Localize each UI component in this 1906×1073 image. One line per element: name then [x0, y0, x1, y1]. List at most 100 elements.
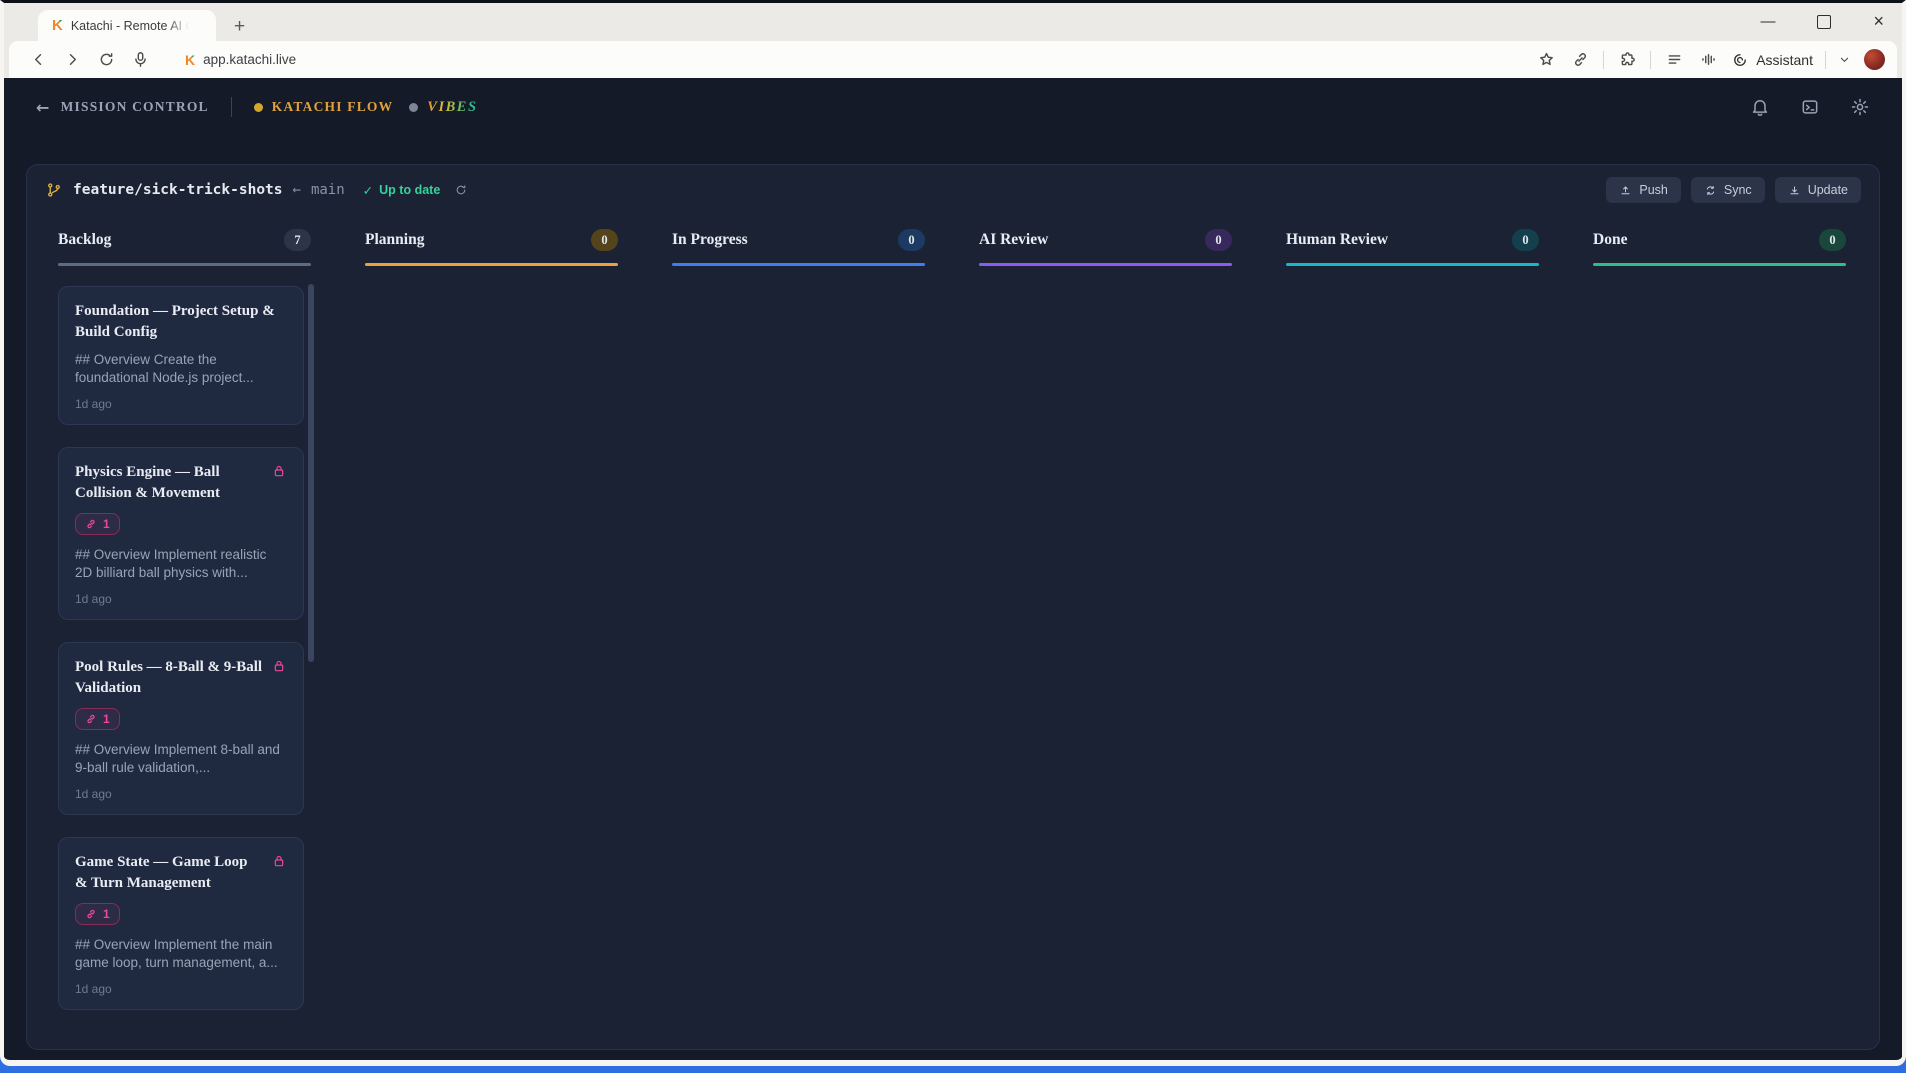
sync-button[interactable]: Sync — [1690, 177, 1765, 203]
branch-bar: feature/sick-trick-shots ← main ✓ Up to … — [27, 165, 1879, 209]
lock-icon — [274, 855, 284, 867]
column-title: Backlog — [58, 231, 112, 248]
column-underline — [1286, 263, 1539, 266]
lock-icon — [274, 465, 284, 477]
titlebar: K Katachi - Remote AI Codi + — × — [4, 3, 1902, 41]
mission-control-back-link[interactable]: ← MISSION CONTROL — [36, 98, 209, 117]
column-title: In Progress — [672, 231, 748, 248]
vibes-label: VIBES — [427, 98, 478, 115]
browser-tab[interactable]: K Katachi - Remote AI Codi — [38, 10, 216, 41]
extensions-icon[interactable] — [1610, 46, 1644, 74]
column-title: AI Review — [979, 231, 1049, 248]
terminal-icon[interactable] — [1800, 97, 1820, 117]
card-timestamp: 1d ago — [75, 787, 112, 801]
nav-vibes[interactable]: VIBES — [409, 99, 477, 116]
column-body — [1286, 266, 1539, 286]
lock-icon — [274, 660, 284, 672]
assistant-label: Assistant — [1756, 51, 1813, 68]
column-body — [672, 266, 925, 286]
task-card[interactable]: Physics Engine — Ball Collision & Moveme… — [58, 447, 304, 620]
board-column: AI Review 0 — [979, 225, 1232, 1032]
comet-swirl-icon — [1734, 53, 1747, 66]
base-branch-name: main — [310, 182, 345, 198]
refresh-icon[interactable] — [454, 183, 468, 197]
card-title: Physics Engine — Ball Collision & Moveme… — [75, 464, 220, 501]
push-button[interactable]: Push — [1606, 177, 1681, 203]
column-underline — [672, 263, 925, 266]
sync-icon — [1706, 185, 1715, 195]
task-card[interactable]: Pool Rules — 8-Ball & 9-Ball Validation … — [58, 642, 304, 815]
notifications-bell-icon[interactable] — [1750, 97, 1770, 117]
download-icon — [1790, 185, 1799, 194]
sync-status: ✓ Up to date — [363, 183, 441, 198]
back-arrow-icon: ← — [36, 97, 51, 117]
mission-control-label: MISSION CONTROL — [60, 99, 209, 114]
card-description: ## Overview Create the foundational Node… — [75, 352, 254, 386]
katachi-app: ← MISSION CONTROL KATACHI FLOW VIBES — [4, 78, 1902, 1057]
kanban-board: feature/sick-trick-shots ← main ✓ Up to … — [26, 164, 1880, 1050]
dependency-badge: 1 — [75, 708, 120, 731]
dependency-badge: 1 — [75, 903, 120, 926]
column-scrollbar[interactable] — [308, 284, 314, 662]
window-controls: — × — [1760, 11, 1884, 32]
column-underline — [365, 263, 618, 266]
column-title: Done — [1593, 231, 1628, 248]
board-column: In Progress 0 — [672, 225, 925, 1032]
close-button[interactable]: × — [1873, 11, 1884, 31]
link-icon — [87, 910, 95, 919]
dependency-badge: 1 — [75, 513, 120, 536]
column-count-badge: 0 — [1205, 229, 1232, 251]
voice-waveform-icon[interactable] — [1691, 46, 1725, 74]
card-timestamp: 1d ago — [75, 592, 112, 606]
column-count-badge: 0 — [1512, 229, 1539, 251]
dependency-count: 1 — [103, 907, 110, 922]
card-description: ## Overview Implement the main game loop… — [75, 937, 278, 971]
nav-katachi-flow[interactable]: KATACHI FLOW — [253, 99, 394, 115]
tab-title: Katachi - Remote AI Codi — [70, 18, 189, 33]
new-tab-button[interactable]: + — [234, 16, 246, 37]
app-header: ← MISSION CONTROL KATACHI FLOW VIBES — [4, 78, 1902, 136]
card-title: Game State — Game Loop & Turn Management — [75, 854, 248, 891]
assistant-button[interactable]: Assistant — [1725, 51, 1819, 69]
vibes-dot-icon — [409, 102, 419, 112]
site-favicon: K — [185, 51, 196, 68]
column-body: Foundation — Project Setup & Build Confi… — [58, 266, 314, 1010]
maximize-button[interactable] — [1817, 14, 1832, 29]
card-description: ## Overview Implement 8-ball and 9-ball … — [75, 742, 280, 776]
dependency-count: 1 — [103, 712, 110, 727]
link-icon — [87, 520, 95, 529]
column-title: Human Review — [1286, 231, 1389, 248]
column-title: Planning — [365, 231, 425, 248]
settings-gear-icon[interactable] — [1850, 97, 1870, 117]
flow-dot-icon — [253, 102, 263, 112]
column-count-badge: 0 — [1819, 229, 1846, 251]
branch-arrow: ← — [292, 182, 301, 198]
chevron-down-icon[interactable] — [1832, 46, 1856, 74]
card-title: Foundation — Project Setup & Build Confi… — [75, 303, 275, 340]
column-body — [365, 266, 618, 286]
board-columns: Backlog 7 Foundation — Project Setup & B… — [27, 209, 1879, 1032]
browser-toolbar: K app.katachi.live Assistant — [9, 41, 1897, 78]
forward-icon[interactable] — [55, 46, 89, 74]
column-count-badge: 7 — [284, 229, 311, 251]
reader-mode-icon[interactable] — [1657, 46, 1691, 74]
bookmark-star-icon[interactable] — [1529, 46, 1563, 74]
check-icon: ✓ — [362, 183, 374, 198]
url-text[interactable]: app.katachi.live — [203, 52, 297, 67]
browser-chrome: K Katachi - Remote AI Codi + — × K app.k… — [4, 3, 1902, 78]
copy-link-icon[interactable] — [1563, 46, 1597, 74]
minimize-button[interactable]: — — [1760, 13, 1776, 30]
task-card[interactable]: Game State — Game Loop & Turn Management… — [58, 837, 304, 1010]
reload-icon[interactable] — [89, 46, 123, 74]
microphone-icon[interactable] — [123, 46, 157, 74]
update-button[interactable]: Update — [1774, 177, 1861, 203]
task-card[interactable]: Foundation — Project Setup & Build Confi… — [58, 286, 304, 425]
link-icon — [87, 715, 95, 724]
back-icon[interactable] — [21, 46, 55, 74]
board-column: Human Review 0 — [1286, 225, 1539, 1032]
column-underline — [1593, 263, 1846, 266]
profile-avatar[interactable] — [1864, 49, 1885, 70]
column-count-badge: 0 — [898, 229, 925, 251]
tab-favicon: K — [52, 17, 63, 34]
